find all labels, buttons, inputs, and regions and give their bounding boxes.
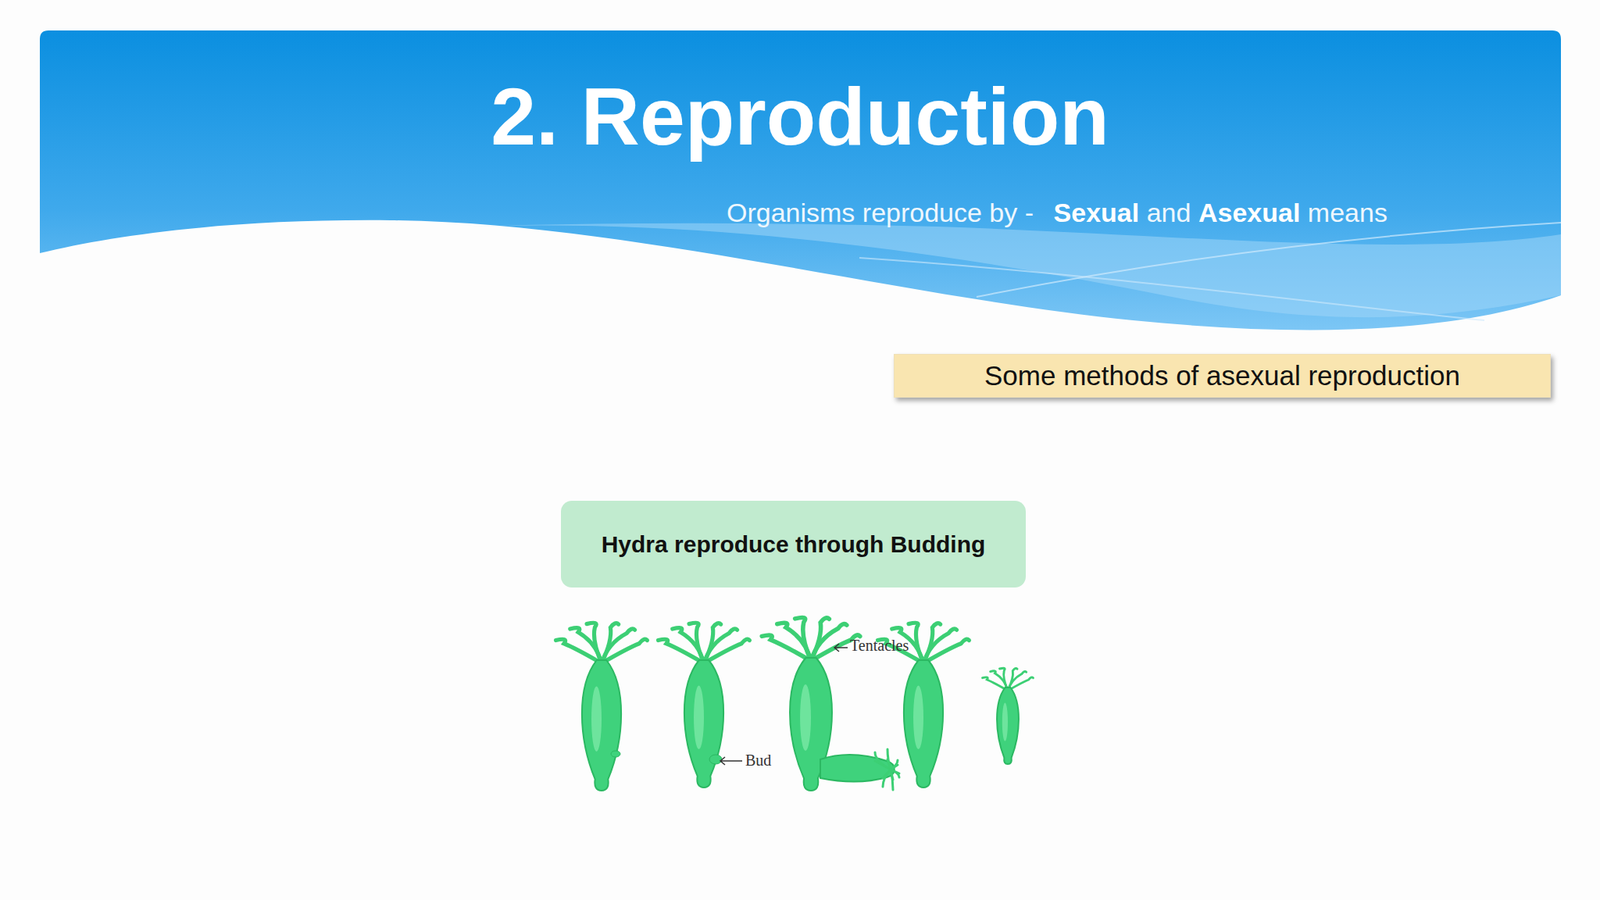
tentacle xyxy=(882,769,891,787)
tentacle xyxy=(887,749,891,770)
tentacle xyxy=(908,622,924,664)
box-text: Hydra reproduce through Budding xyxy=(601,531,986,558)
part-label: Bud xyxy=(745,751,772,770)
subtitle-text: Asexual xyxy=(1198,196,1300,229)
tentacle xyxy=(923,639,969,664)
leader-line xyxy=(720,757,743,765)
subtitle-text: and xyxy=(1146,196,1192,229)
subtitle-text: means xyxy=(1307,196,1388,229)
hydra-group xyxy=(556,617,1034,791)
hydra-body xyxy=(582,660,622,791)
bud xyxy=(709,754,722,765)
body-highlight xyxy=(693,685,704,750)
category-box: Some methods of asexual reproduction xyxy=(893,353,1551,398)
hydra-body xyxy=(903,660,943,788)
tentacle xyxy=(795,617,811,661)
hydra-body xyxy=(684,660,724,788)
leader-line xyxy=(834,643,848,652)
body-highlight xyxy=(913,685,924,750)
body-highlight xyxy=(800,684,811,751)
body-highlight xyxy=(591,685,602,752)
tentacle xyxy=(601,639,647,664)
wave-line xyxy=(859,257,1485,321)
part-label: Tentacles xyxy=(850,636,909,655)
tentacle xyxy=(586,622,602,664)
wave-line xyxy=(976,222,1561,297)
tentacle xyxy=(689,622,704,664)
subtitle: Organisms reproduce by - SexualandAsexual… xyxy=(726,196,1388,229)
subtitle-text: Sexual xyxy=(1053,196,1140,229)
body-highlight xyxy=(1002,703,1008,742)
hydra-body xyxy=(996,687,1019,765)
tentacle xyxy=(890,760,898,770)
tentacle xyxy=(703,639,750,664)
slide-title: 2. Reproduction xyxy=(0,71,1600,161)
process-box: Hydra reproduce through Budding xyxy=(560,500,1026,588)
tentacle xyxy=(890,769,893,790)
subtitle-text: Organisms reproduce by - xyxy=(726,196,1034,229)
box-text: Some methods of asexual reproduction xyxy=(984,360,1461,392)
bud xyxy=(610,750,621,758)
